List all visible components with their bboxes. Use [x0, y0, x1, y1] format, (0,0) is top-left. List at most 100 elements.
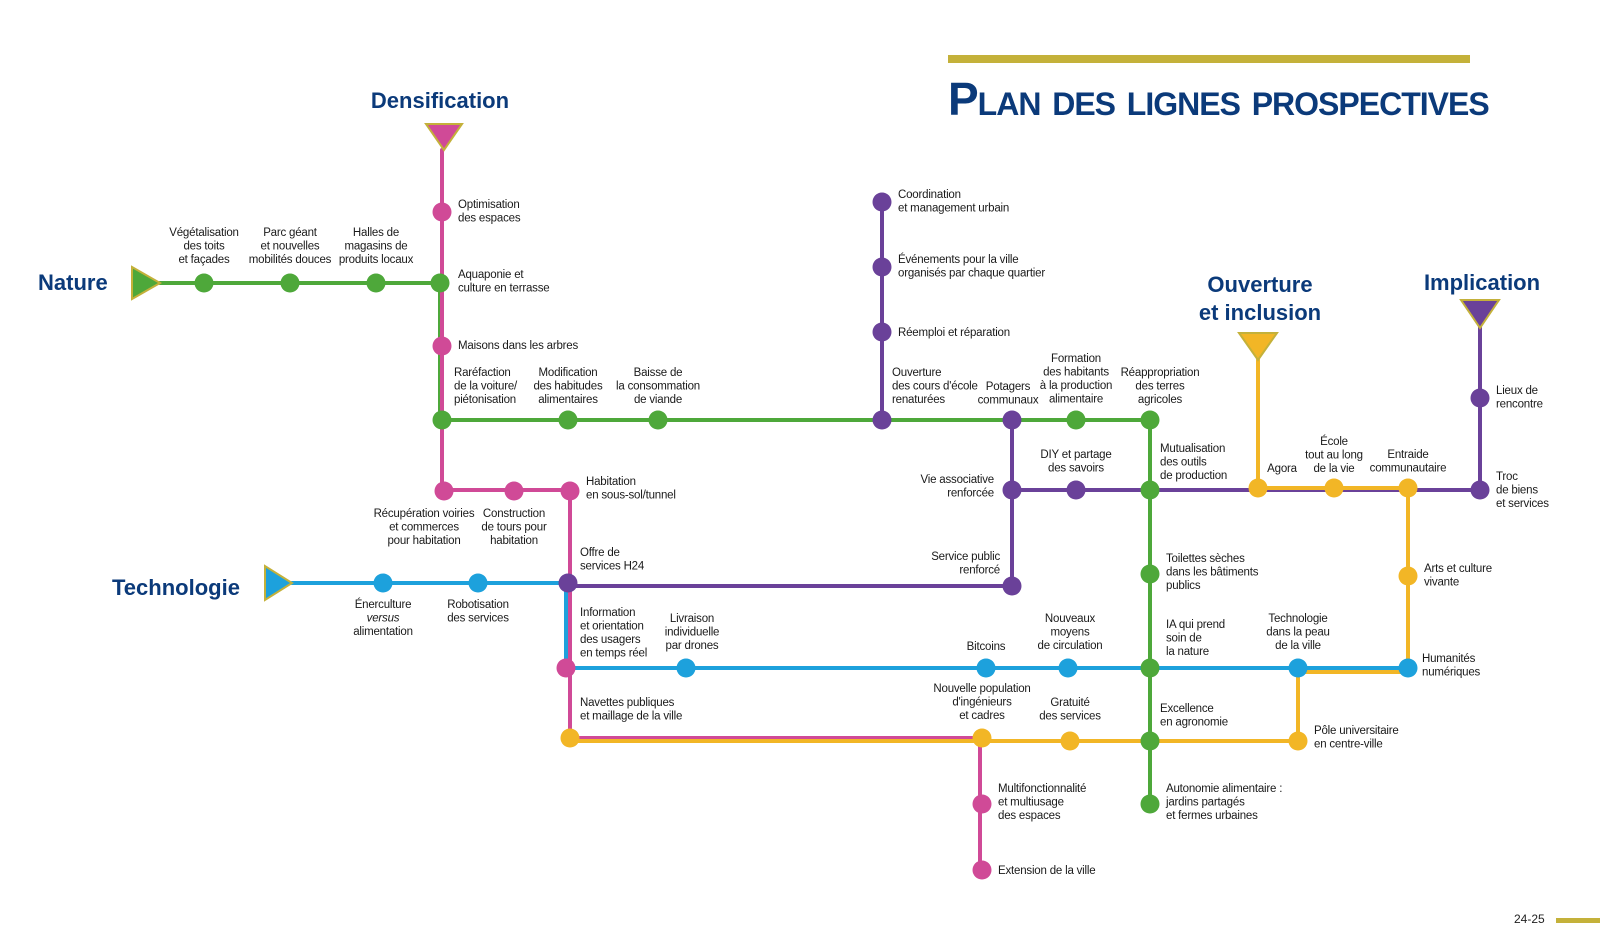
- station-label-bitcoins: Bitcoins: [967, 641, 1006, 653]
- station-rarefaction: [432, 410, 452, 430]
- line-nature: [158, 281, 1152, 806]
- station-humanites: [1398, 658, 1418, 678]
- station-offre: [558, 573, 578, 593]
- station-parc: [280, 273, 300, 293]
- station-label-extension: Extension de la ville: [998, 865, 1095, 877]
- station-information: [556, 658, 576, 678]
- station-enerculture: [373, 573, 393, 593]
- page-accent-bar: [1556, 918, 1600, 923]
- station-technologie-peau: [1288, 658, 1308, 678]
- station-baisse: [648, 410, 668, 430]
- title-accent-bar: [948, 55, 1470, 63]
- densification-terminal-icon: [424, 123, 464, 152]
- station-livraison: [676, 658, 696, 678]
- line-technologie: [290, 581, 1406, 670]
- station-toilettes: [1140, 564, 1160, 584]
- station-ouverture-cours: [872, 410, 892, 430]
- station-reappropriation: [1140, 410, 1160, 430]
- station-reemploi: [872, 322, 892, 342]
- station-diy: [1066, 480, 1086, 500]
- station-ia: [1140, 658, 1160, 678]
- station-construction: [504, 481, 524, 501]
- station-ecole: [1324, 478, 1344, 498]
- station-agora: [1248, 478, 1268, 498]
- station-optimisation: [432, 202, 452, 222]
- station-halles: [366, 273, 386, 293]
- station-arts: [1398, 566, 1418, 586]
- station-excellence: [1140, 731, 1160, 751]
- station-coordination: [872, 192, 892, 212]
- station-service-public: [1002, 576, 1022, 596]
- station-habitation: [560, 481, 580, 501]
- station-recuperation: [434, 481, 454, 501]
- line-ouverture-b: [568, 670, 1410, 743]
- station-extension: [972, 860, 992, 880]
- station-pole: [1288, 731, 1308, 751]
- station-aquaponie: [430, 273, 450, 293]
- station-gratuite: [1060, 731, 1080, 751]
- station-troc: [1470, 480, 1490, 500]
- station-entraide: [1398, 478, 1418, 498]
- ouverture-label-1: Ouverture: [1207, 272, 1312, 297]
- station-navettes: [560, 728, 580, 748]
- station-multifonctionnalite: [972, 794, 992, 814]
- page-number: 24-25: [1514, 912, 1545, 926]
- station-nouveaux-moyens: [1058, 658, 1078, 678]
- technologie-terminal-icon: [264, 564, 294, 602]
- station-potagers: [1002, 410, 1022, 430]
- nature-label: Nature: [38, 270, 108, 295]
- implication-terminal-icon: [1459, 299, 1501, 330]
- ouverture-terminal-icon: [1237, 332, 1279, 362]
- station-bitcoins: [976, 658, 996, 678]
- technologie-label: Technologie: [112, 575, 240, 600]
- ouverture-label-2: et inclusion: [1199, 300, 1321, 325]
- station-mutualisation: [1140, 480, 1160, 500]
- station-formation: [1066, 410, 1086, 430]
- station-vegetalisation: [194, 273, 214, 293]
- station-label-maisons: Maisons dans les arbres: [458, 340, 578, 352]
- station-vie-associative: [1002, 480, 1022, 500]
- densification-label: Densification: [371, 88, 509, 113]
- line-densification-a: [440, 148, 982, 872]
- station-label-reemploi: Réemploi et réparation: [898, 327, 1010, 339]
